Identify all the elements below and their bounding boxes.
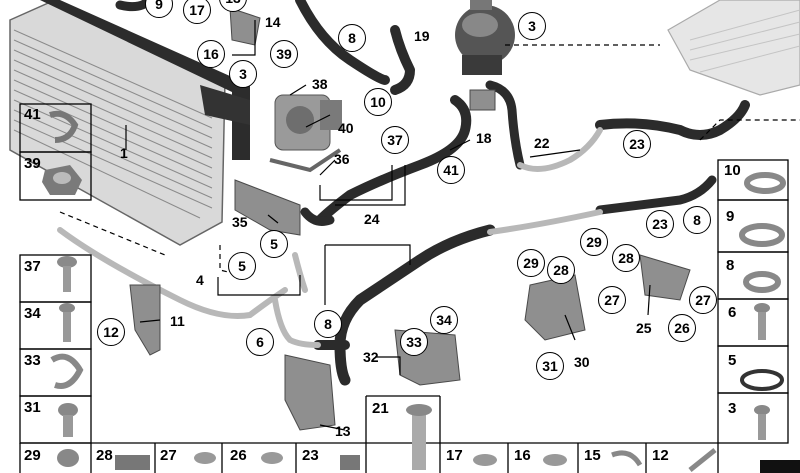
callout-badge: 27	[598, 286, 626, 314]
callout-badge: 29	[580, 228, 608, 256]
callout-badge: 3	[518, 12, 546, 40]
callout-badge: 5	[228, 252, 256, 280]
radiator	[9, 0, 250, 246]
callout-badge: 28	[547, 256, 575, 284]
callout-badge: 29	[517, 249, 545, 277]
cell-number: 34	[24, 305, 41, 322]
cell-number: 16	[514, 447, 531, 464]
callout-badge: 10	[364, 88, 392, 116]
hoses	[115, 0, 750, 386]
callout-badge: 26	[668, 314, 696, 342]
callout-label: 35	[232, 214, 248, 230]
callout-label: 40	[338, 120, 354, 136]
cell-number: 3	[728, 400, 737, 417]
expansion-tank	[455, 0, 515, 75]
callout-label: 38	[312, 76, 328, 92]
callout-badge: 34	[430, 306, 458, 334]
callout-label: 30	[574, 354, 590, 370]
callout-badge: 23	[623, 130, 651, 158]
callout-badge: 5	[260, 230, 288, 258]
callout-label: 22	[534, 135, 550, 151]
cell-number: 17	[446, 447, 463, 464]
callout-label: 25	[636, 320, 652, 336]
callout-label: 32	[363, 349, 379, 365]
callout-badge: 39	[270, 40, 298, 68]
callout-badge: 8	[314, 310, 342, 338]
cell-number: 33	[24, 352, 41, 369]
callout-badge: 27	[689, 286, 717, 314]
callout-label: 13	[335, 423, 351, 439]
callout-badge: 3	[229, 60, 257, 88]
callout-label: 11	[170, 313, 185, 329]
callout-badge: 17	[183, 0, 211, 24]
callout-label: 19	[414, 28, 430, 44]
callout-label: 14	[265, 14, 281, 30]
cell-number: 29	[24, 447, 41, 464]
callout-label: 1	[120, 145, 128, 161]
callout-label: 4	[196, 272, 204, 288]
cell-number: 41	[24, 106, 41, 123]
cell-number: 39	[24, 155, 41, 172]
cell-number: 21	[372, 400, 389, 417]
cell-number: 10	[724, 162, 741, 179]
cell-number: 12	[652, 447, 669, 464]
callout-badge: 41	[437, 156, 465, 184]
callout-badge: 12	[97, 318, 125, 346]
callout-badge: 31	[536, 352, 564, 380]
callout-badge: 37	[381, 126, 409, 154]
callout-badge: 8	[683, 206, 711, 234]
pipes	[57, 127, 603, 348]
callout-label: 18	[476, 130, 492, 146]
cell-number: 23	[302, 447, 319, 464]
coolant-pump	[269, 94, 342, 173]
cell-number: 26	[230, 447, 247, 464]
cell-number: 27	[160, 447, 177, 464]
parts-grid	[19, 103, 789, 473]
callout-label: 36	[334, 151, 350, 167]
callout-badge: 23	[646, 210, 674, 238]
leader-lines	[125, 20, 651, 431]
callout-badge: 28	[612, 244, 640, 272]
callout-badge: 16	[197, 40, 225, 68]
cell-number: 15	[584, 447, 601, 464]
cell-number: 28	[96, 447, 113, 464]
cell-number: 37	[24, 258, 41, 275]
cell-number: 5	[728, 352, 737, 369]
grid-part-illustrations	[42, 110, 800, 473]
charge-air-cooler	[667, 0, 800, 96]
cell-number: 6	[728, 304, 737, 321]
callout-label: 24	[364, 211, 380, 227]
callout-badge: 6	[246, 328, 274, 356]
callout-badge: 33	[400, 328, 428, 356]
cell-number: 8	[726, 257, 735, 274]
cell-number: 31	[24, 399, 41, 416]
cell-number: 9	[726, 208, 735, 225]
callout-badge: 8	[338, 24, 366, 52]
